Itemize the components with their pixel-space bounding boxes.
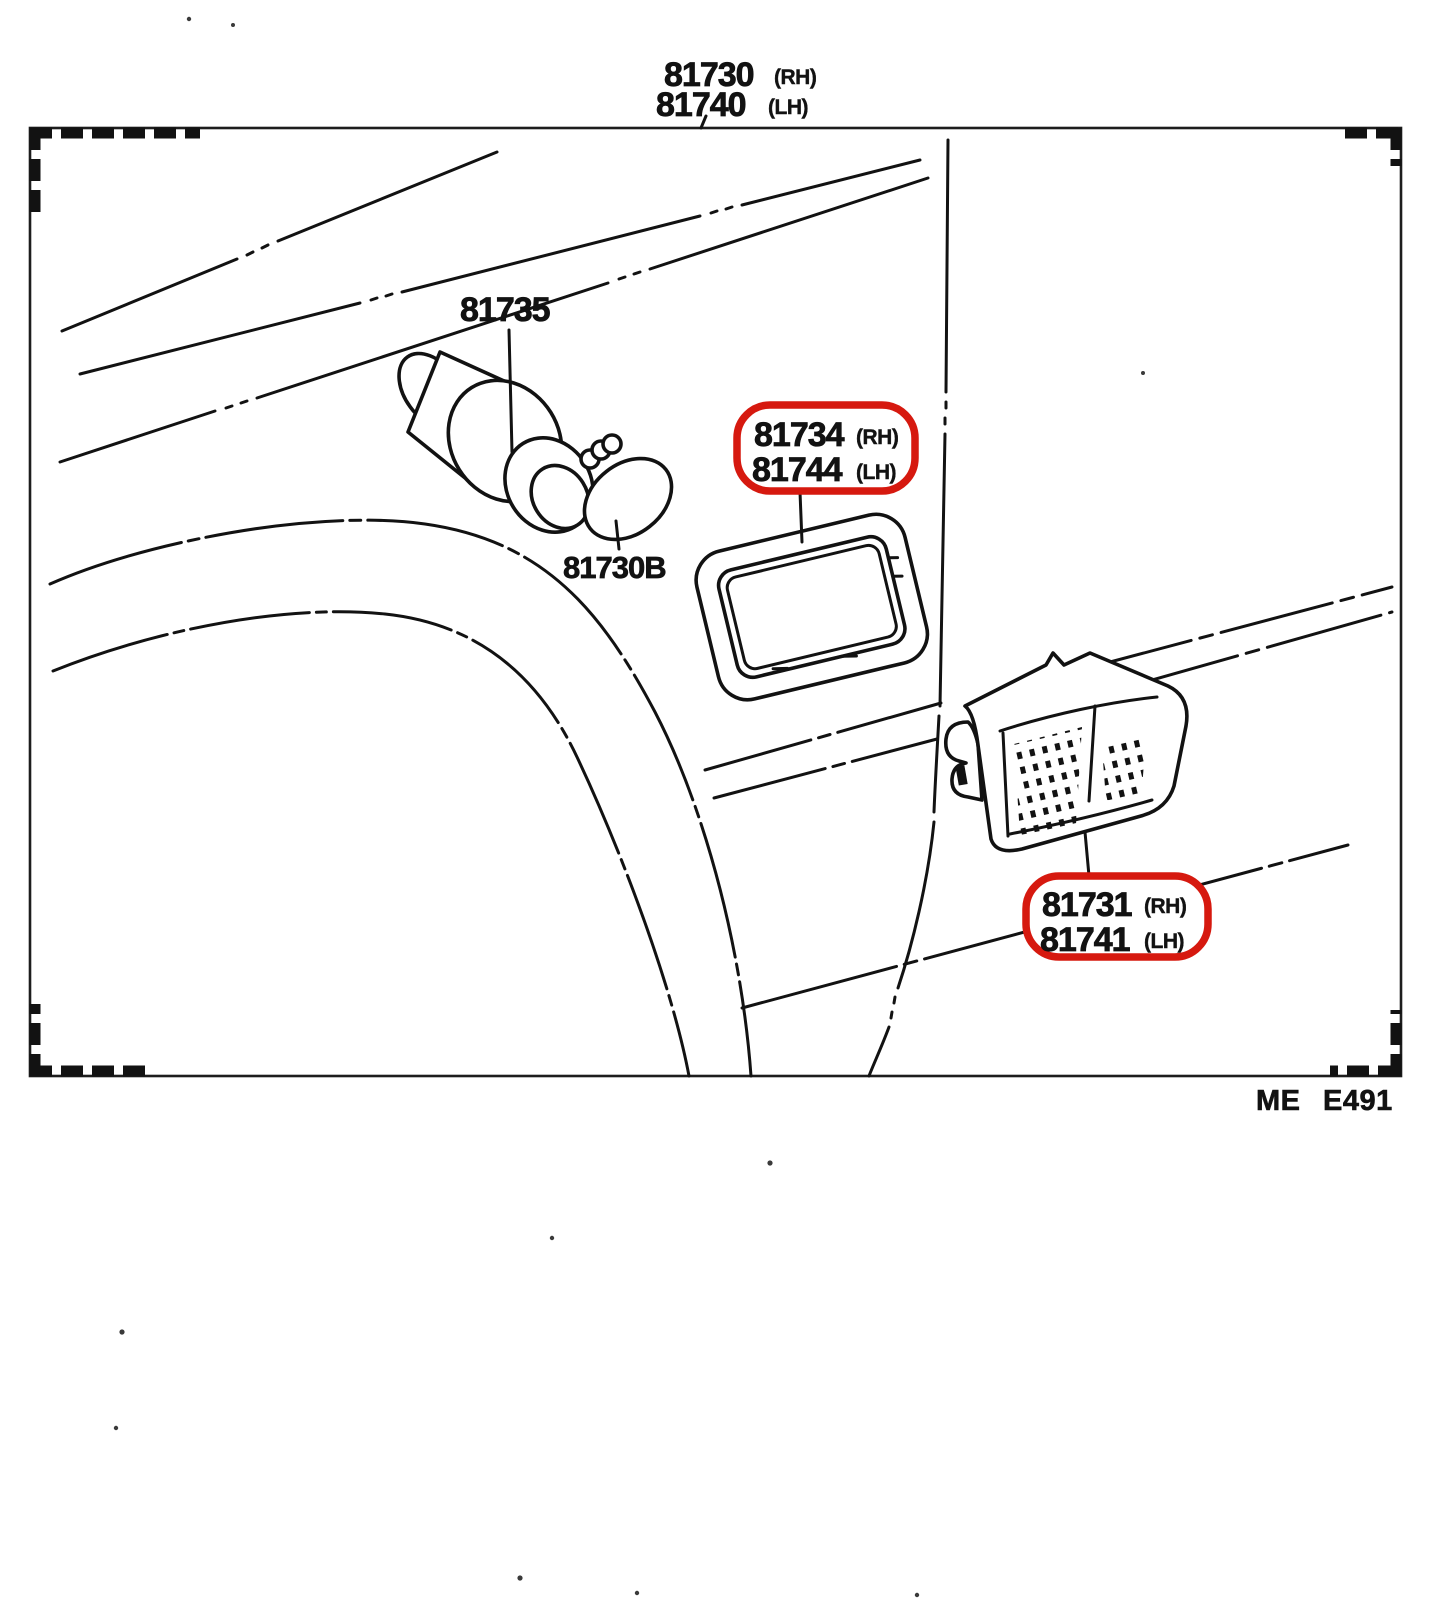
part-number-81744: 81744: [752, 451, 843, 489]
door-edge-line: [867, 138, 950, 1078]
part-tag-81730-rh: (RH): [774, 66, 816, 89]
wheel-arch-inner: [51, 610, 691, 1078]
fender-line-2: [78, 158, 922, 376]
lamp-lens-texture-right: [1102, 737, 1146, 801]
part-number-81734: 81734: [754, 416, 845, 454]
assembly-callout: 81730 (RH) 81740 (LH): [656, 56, 817, 125]
leader-socket: [507, 328, 514, 454]
crease-right-lower: [1122, 610, 1394, 690]
part-number-81740: 81740: [656, 86, 746, 124]
part-tag-81744-lh: (LH): [856, 461, 896, 484]
door-edge-seg1: [944, 138, 950, 394]
scan-specks: [113, 16, 1145, 1598]
fender-line-3: [58, 176, 930, 464]
leader-bulb: [614, 519, 621, 551]
leader-lamp: [1083, 830, 1091, 878]
part-number-81741: 81741: [1040, 921, 1130, 959]
crease-right-upper: [1078, 585, 1394, 672]
bulb-glass: [582, 456, 674, 542]
frame-border: [28, 126, 1403, 1078]
retainer-inner-ring: [716, 534, 907, 680]
crease-left-upper: [703, 701, 943, 772]
lamp-callout[interactable]: 81731 (RH) 81741 (LH): [1022, 872, 1212, 961]
figure-code: ME E491: [1256, 1085, 1393, 1117]
part-tag-81741-lh: (LH): [1144, 930, 1184, 953]
part-number-81730: 81730: [664, 56, 754, 94]
retainer-drawing: [694, 512, 930, 702]
part-tag-81734-rh: (RH): [856, 426, 898, 449]
fender-body-lines: [48, 138, 1394, 1078]
part-number-81730B: 81730B: [563, 550, 666, 585]
lamp-lens-left-edge: [1001, 731, 1010, 838]
retainer-opening-lip: [725, 543, 898, 671]
socket-bulb-hole: [529, 463, 591, 531]
lamp-drawing: [943, 651, 1189, 853]
door-edge-seg5: [867, 1025, 891, 1078]
lamp-bracket-clip: [955, 765, 968, 786]
part-tag-81731-rh: (RH): [1144, 895, 1186, 918]
door-edge-seg3: [932, 714, 941, 814]
lamp-lens-texture-left: [1014, 727, 1082, 835]
leader-retainer: [798, 490, 804, 544]
retainer-callout[interactable]: 81734 (RH) 81744 (LH): [733, 401, 919, 495]
bulb-drawing: [579, 433, 674, 542]
fender-line-1: [60, 150, 499, 333]
part-tag-81740-lh: (LH): [768, 96, 808, 119]
crease-left-lower: [712, 737, 939, 800]
lamp-lens-top-edge: [998, 695, 1159, 733]
highlight-box-lamp: [1022, 872, 1212, 961]
door-edge-seg2: [938, 432, 947, 708]
leader-assembly: [699, 114, 708, 130]
door-edge-dots2: [889, 995, 897, 1020]
part-number-81735: 81735: [460, 291, 550, 329]
door-edge-dots1: [943, 400, 948, 426]
wheel-arch-outer: [48, 518, 753, 1078]
highlight-box-retainer: [733, 401, 919, 495]
lamp-lens-divider: [1087, 704, 1097, 803]
socket-drawing: [397, 350, 595, 534]
retainer-tabs: [771, 556, 904, 671]
frame-rect: [28, 126, 1403, 1078]
bulb-base-scallop-3: [601, 433, 623, 455]
door-edge-seg4: [896, 820, 936, 990]
part-number-81731: 81731: [1042, 886, 1132, 924]
